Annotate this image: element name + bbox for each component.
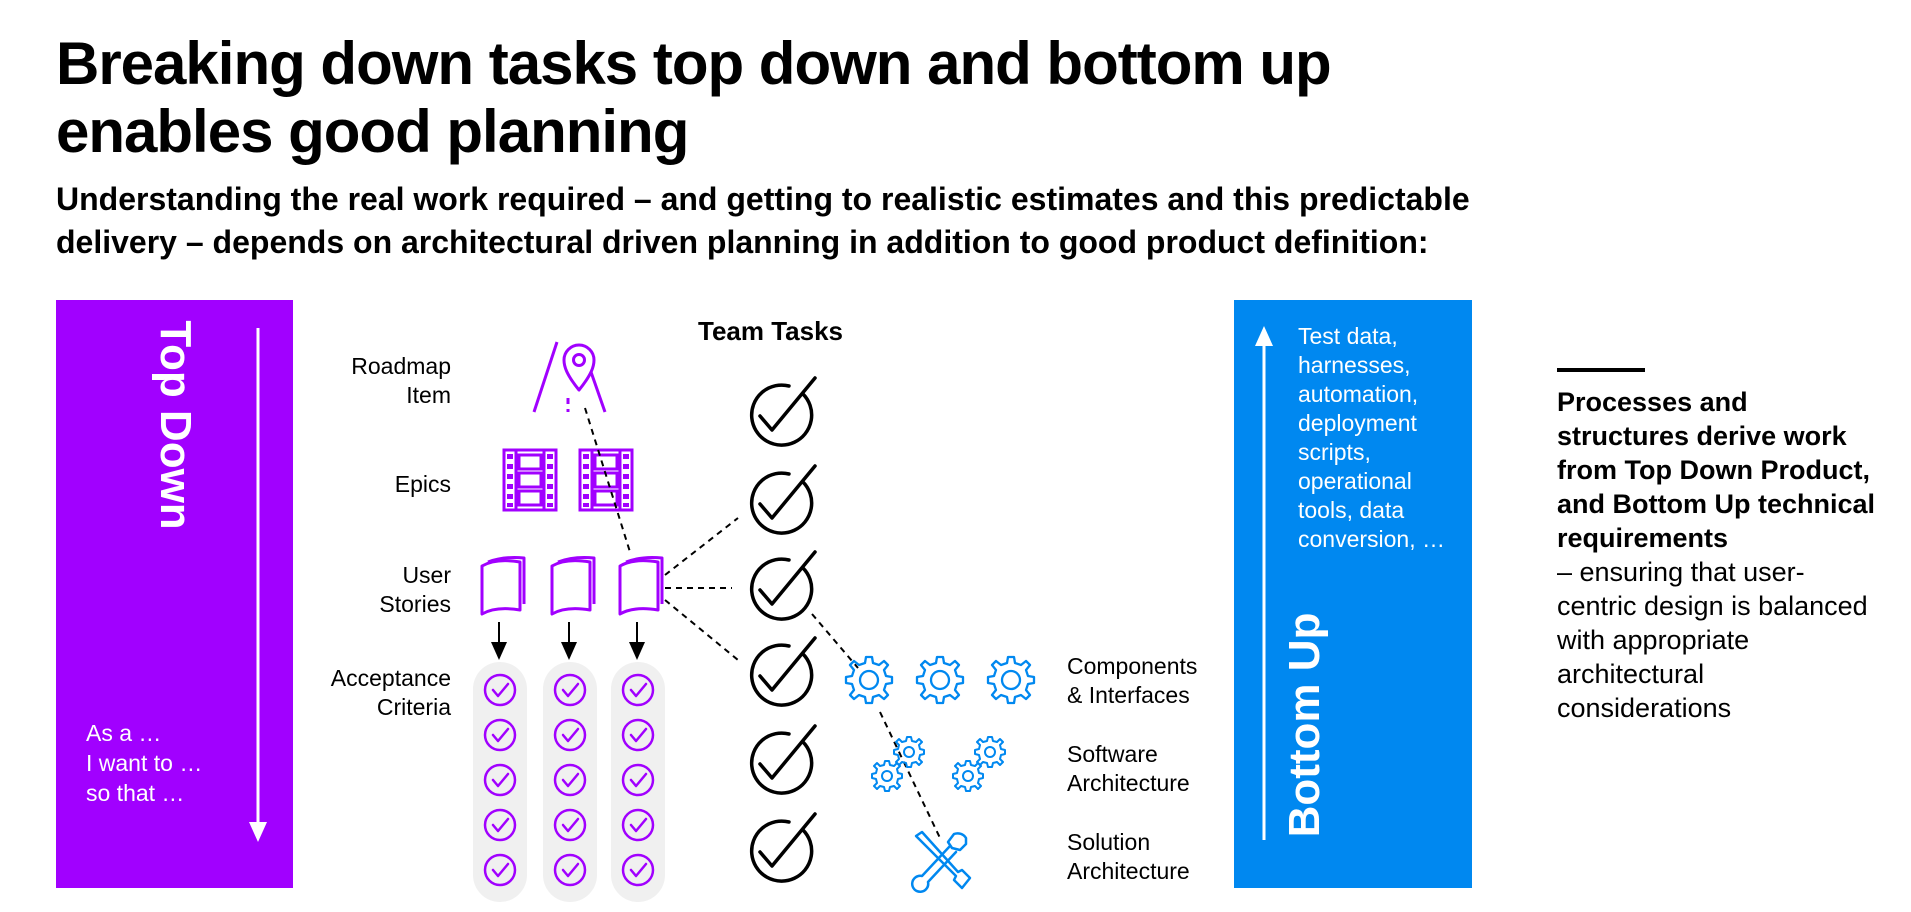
solution-architecture-label: Solution Architecture [1067, 828, 1190, 886]
checkmark-circle-icon [749, 812, 817, 883]
book-icon [480, 556, 526, 616]
bottom-up-item: harnesses, [1298, 352, 1411, 378]
user-stories-label-line: Stories [379, 591, 451, 617]
checkmark-circle-icon [749, 550, 817, 621]
acceptance-label-line: Criteria [376, 694, 451, 720]
dashed-connectors [584, 407, 941, 839]
components-label-line: & Interfaces [1067, 682, 1190, 708]
subtitle-line-2: delivery – depends on architectural driv… [56, 224, 1429, 260]
top-down-arrow-head [249, 822, 267, 842]
story-line-as: As a … [86, 720, 162, 746]
summary-bold: Processes and structures derive work fro… [1557, 387, 1876, 553]
gear-icon [915, 655, 965, 705]
roadmap-label-line: Roadmap [351, 353, 451, 379]
film-strip-icon [502, 448, 558, 512]
software-label-line: Software [1067, 741, 1158, 767]
map-pin-road-icon [532, 341, 607, 413]
page-subtitle: Understanding the real work required – a… [56, 178, 1856, 264]
bottom-up-items: Test data, harnesses, automation, deploy… [1298, 322, 1473, 554]
gear-icon [986, 655, 1036, 705]
summary-normal: – ensuring that user-centric design is b… [1557, 557, 1868, 723]
top-down-label: Top Down [151, 320, 200, 530]
wrench-screwdriver-icon [910, 830, 972, 894]
roadmap-item-label: Roadmap Item [351, 352, 451, 410]
summary-text: Processes and structures derive work fro… [1557, 385, 1877, 725]
bottom-up-item: tools, data [1298, 497, 1405, 523]
acceptance-criteria-label: Acceptance Criteria [331, 664, 451, 722]
components-label-line: Components [1067, 653, 1198, 679]
epics-label: Epics [395, 470, 451, 499]
bottom-up-label: Bottom Up [1280, 612, 1329, 838]
checkmark-circle-icon [749, 464, 817, 535]
summary-rule [1557, 368, 1645, 372]
acceptance-label-line: Acceptance [330, 665, 451, 691]
bottom-up-item: scripts, [1298, 439, 1371, 465]
book-icon [618, 556, 664, 616]
user-stories-label: User Stories [379, 561, 451, 619]
title-line-1: Breaking down tasks top down and bottom … [56, 30, 1332, 97]
gears-icon [871, 736, 1006, 792]
epics-label-line: Epics [394, 471, 451, 497]
components-label: Components & Interfaces [1067, 652, 1197, 710]
bottom-up-item: automation, [1298, 381, 1419, 407]
bottom-up-panel [1234, 300, 1472, 888]
bottom-up-item: conversion, … [1298, 526, 1446, 552]
story-to-criteria-arrows [491, 622, 645, 660]
bottom-up-item: Test data, [1298, 323, 1398, 349]
bottom-up-item: deployment [1298, 410, 1417, 436]
solution-label-line: Architecture [1067, 858, 1190, 884]
page-title: Breaking down tasks top down and bottom … [56, 30, 1756, 166]
book-icon [550, 556, 596, 616]
user-story-template: As a … I want to … so that … [86, 718, 202, 808]
software-architecture-label: Software Architecture [1067, 740, 1190, 798]
user-stories-label-line: User [402, 562, 451, 588]
checkmark-circle-icon [749, 376, 817, 447]
subtitle-line-1: Understanding the real work required – a… [56, 181, 1470, 217]
gear-icon [844, 655, 894, 705]
team-tasks-label: Team Tasks [698, 316, 844, 346]
software-label-line: Architecture [1067, 770, 1190, 796]
roadmap-label-line: Item [406, 382, 451, 408]
bottom-up-arrow-head [1255, 326, 1273, 346]
film-strip-icon [578, 448, 634, 512]
story-line-so: so that … [86, 780, 185, 806]
checkmark-circle-icon [749, 724, 817, 795]
bottom-up-item: operational [1298, 468, 1412, 494]
solution-label-line: Solution [1067, 829, 1151, 855]
story-line-want: I want to … [86, 750, 203, 776]
title-line-2: enables good planning [56, 98, 689, 165]
checkmark-circle-icon [749, 636, 817, 707]
top-down-panel [56, 300, 293, 888]
